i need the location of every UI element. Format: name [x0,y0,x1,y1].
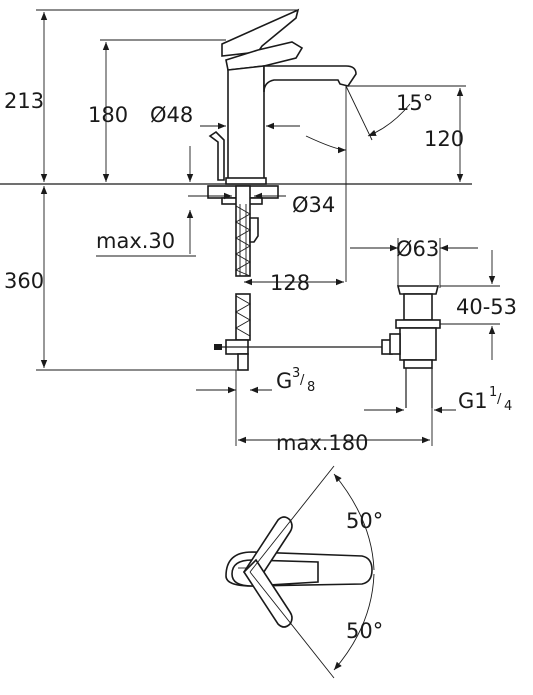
label-g114-prefix: G1 [458,389,488,413]
pull-rod [208,130,225,181]
label-g38-slash: / [300,373,305,388]
drain-tail-top [403,359,433,369]
label-15: 15° [396,91,433,115]
drain-cap [396,285,440,295]
faucet-base [225,177,267,185]
drain-assembly [389,285,441,408]
hose-lower [235,293,251,341]
drain-body-lower [399,327,437,361]
label-48: Ø48 [150,103,193,127]
label-180: 180 [88,103,128,127]
label-360: 360 [4,269,44,293]
drain-body-upper [403,293,433,321]
label-34: Ø34 [292,193,335,217]
label-g38-den: 8 [307,380,315,395]
drain-lever-arm [389,333,401,355]
faucet-top-view [225,465,375,679]
label-63: Ø63 [396,237,439,261]
spout [263,65,357,93]
angle-arc-right [367,103,411,137]
arc-top [333,473,375,571]
label-4053: 40-53 [456,295,517,319]
clamp [214,344,222,350]
label-g38-prefix: G [276,369,292,393]
hose-nut [237,353,249,371]
hose-braid-bottom [235,295,251,337]
label-max180: max.180 [276,431,369,455]
faucet-side-view [208,8,357,185]
label-g114-den: 4 [504,399,512,414]
angle-arc-left [305,135,347,154]
drain-flange-nut [395,319,441,329]
under-deck-mount [207,185,279,371]
label-max30: max.30 [96,229,175,253]
label-128: 128 [270,271,310,295]
label-120: 120 [424,127,464,151]
arc-bottom [333,573,375,671]
label-g114-slash: / [497,392,502,407]
label-g114-num: 1 [489,385,497,400]
label-g38-num: 3 [292,366,300,381]
label-50-bottom: 50° [346,619,383,643]
rotation-line-top [249,465,335,573]
label-213: 213 [4,89,44,113]
hose-braid-top [234,205,251,277]
side-connector [249,217,259,243]
label-50-top: 50° [346,509,383,533]
rotation-line-bottom [249,571,335,679]
faucet-body [227,65,265,181]
spout-angle-line [345,85,373,141]
